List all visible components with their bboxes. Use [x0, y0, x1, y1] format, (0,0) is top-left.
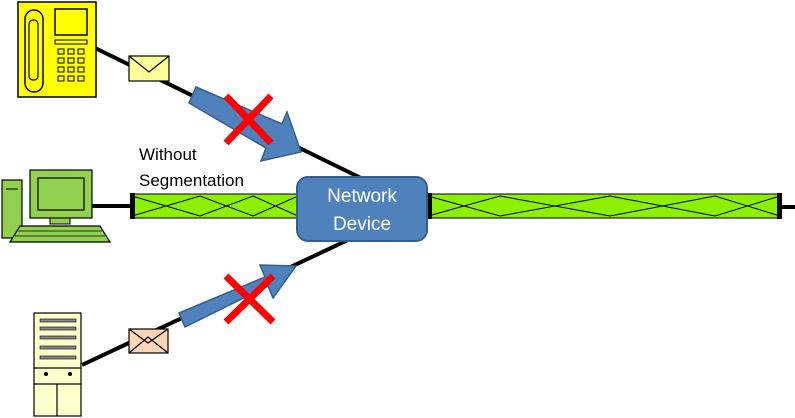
- blocked-x-icon: [223, 273, 276, 325]
- data-stream-left: [130, 193, 299, 219]
- annotation-label: Without Segmentation: [139, 145, 244, 190]
- blocked-x-icon: [223, 93, 274, 146]
- data-stream-right: [425, 193, 782, 219]
- telephone-icon: [17, 1, 97, 98]
- network-device: Network Device: [296, 176, 428, 242]
- server-icon: [33, 312, 82, 417]
- desktop-computer-icon: [1, 169, 112, 243]
- network-device-line-1: Network: [327, 186, 397, 207]
- annotation-line-1: Without: [139, 145, 197, 164]
- network-device-line-2: Device: [333, 214, 391, 235]
- traffic-arrow-bottom: [178, 264, 298, 329]
- envelope-icon: [128, 55, 170, 82]
- envelope-icon: [128, 328, 169, 354]
- annotation-line-2: Segmentation: [139, 171, 244, 190]
